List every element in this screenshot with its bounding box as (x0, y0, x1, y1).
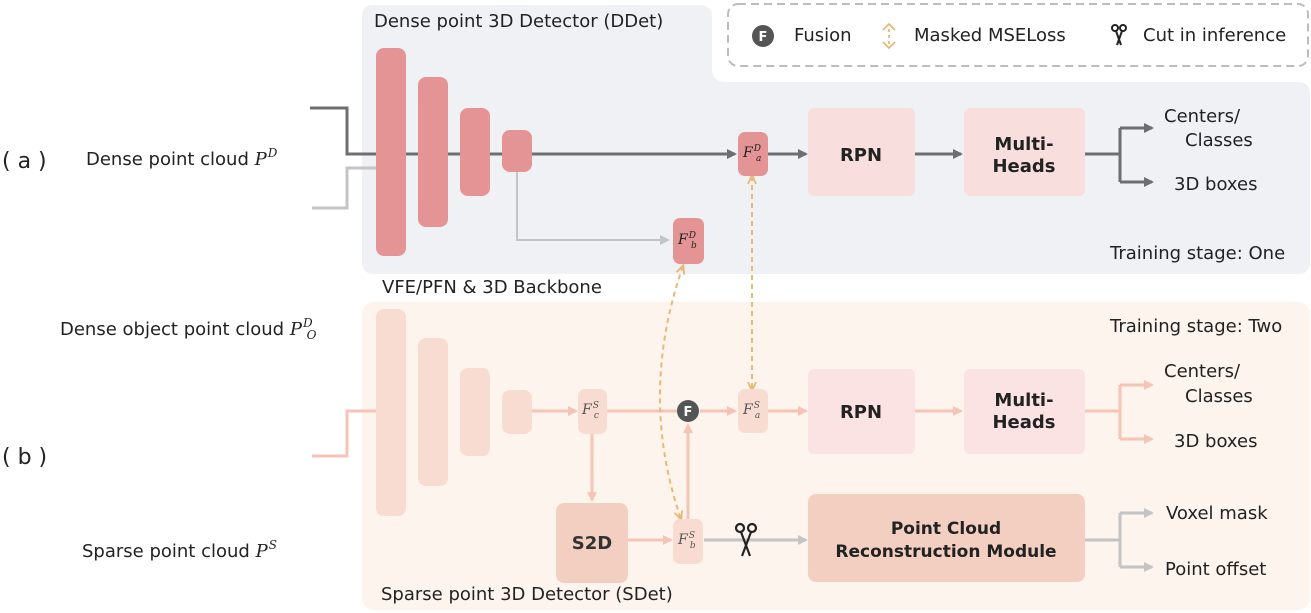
fbd-skip-line (516, 170, 670, 245)
dense-object-input-line (312, 166, 378, 210)
fusion-legend-label: Fusion (794, 25, 852, 46)
pcr-label-1: Point Cloud (891, 519, 1001, 539)
rpn-label-sparse: RPN (840, 402, 882, 423)
rpn-box-dense (808, 108, 915, 196)
ps-symbol: PS (255, 538, 277, 562)
rpn-label-dense: RPN (840, 145, 882, 166)
fusion-icon-glyph: F (759, 30, 768, 45)
vfe-backbone-label: VFE/PFN & 3D Backbone (382, 277, 602, 298)
pd-symbol: PD (254, 146, 278, 170)
training-stage-two-label: Training stage: Two (1110, 316, 1283, 337)
sparse-backbone-block-3 (460, 368, 490, 456)
s2d-box (556, 503, 628, 583)
heads-label-sparse-2: Heads (992, 412, 1055, 433)
feature-node-fc-sparse (578, 389, 607, 434)
multi-heads-box-sparse (964, 369, 1085, 454)
bot-centers-label-1: Centers/ (1164, 361, 1241, 382)
heads-label-dense-1: Multi- (994, 134, 1053, 155)
fa-sparse-label: FSa (743, 401, 761, 421)
heads-label-sparse-1: Multi- (994, 390, 1053, 411)
s2d-label: S2D (572, 533, 612, 554)
top-centers-label-1: Centers/ (1164, 106, 1241, 127)
multi-heads-box-dense (964, 108, 1085, 196)
sparse-backbone-block-2 (418, 338, 448, 486)
legend-box (727, 3, 1309, 67)
feature-node-fb-sparse (673, 519, 703, 564)
pcr-split (1085, 513, 1122, 567)
dense-object-point-cloud-label: Dense object point cloud PDO (60, 316, 317, 342)
voxel-mask-label: Voxel mask (1166, 503, 1268, 524)
bot-centers-label-2: Classes (1185, 386, 1253, 407)
mse-legend-label: Masked MSELoss (914, 25, 1066, 46)
pcr-label-2: Reconstruction Module (835, 542, 1056, 562)
fb-sparse-label: FSb (678, 531, 696, 551)
bot-boxes-label: 3D boxes (1174, 431, 1258, 452)
dense-input-line (310, 106, 737, 159)
sparse-backbone-block-1 (376, 309, 406, 516)
ddet-title: Dense point 3D Detector (DDet) (374, 11, 664, 32)
mse-loss-link-fb (659, 266, 683, 519)
heads-bottom-split (1085, 385, 1122, 439)
scissors-icon (1111, 24, 1127, 46)
heads-top-split (1085, 128, 1122, 182)
fusion-node-glyph: F (684, 405, 693, 420)
dense-backbone-block-1 (376, 48, 406, 256)
fa-dense-label: FDa (743, 144, 762, 164)
sdet-title: Sparse point 3D Detector (SDet) (381, 584, 673, 605)
top-boxes-label: 3D boxes (1174, 174, 1258, 195)
rpn-box-sparse (808, 369, 915, 454)
cut-scissors-icon (734, 522, 758, 557)
top-centers-label-2: Classes (1185, 130, 1253, 151)
cut-legend-label: Cut in inference (1143, 25, 1287, 46)
dense-point-cloud-label: Dense point cloud PD (86, 146, 278, 170)
sparse-backbone-block-4 (502, 390, 532, 434)
dense-backbone-block-4 (502, 130, 532, 172)
sparse-point-cloud-label: Sparse point cloud PS (82, 538, 277, 562)
marker-a: ( a ) (2, 149, 47, 174)
feature-node-fb-dense (673, 218, 704, 264)
sparse-input-line (312, 409, 378, 458)
training-stage-one-label: Training stage: One (1110, 243, 1286, 264)
dense-backbone-block-2 (418, 77, 448, 227)
heads-label-dense-2: Heads (992, 156, 1055, 177)
pcr-module-box (808, 494, 1085, 582)
mse-loss-icon (882, 22, 896, 50)
marker-b: ( b ) (2, 445, 48, 470)
fusion-icon (752, 25, 774, 47)
feature-node-fa-dense (738, 132, 768, 176)
dense-backbone-block-3 (460, 108, 490, 196)
feature-node-fa-sparse (738, 389, 768, 433)
point-offset-label: Point offset (1165, 559, 1267, 580)
fb-dense-label: FDb (678, 231, 697, 251)
fusion-node (677, 400, 699, 422)
pod-symbol: PDO (289, 316, 317, 342)
fc-sparse-label: FSc (582, 401, 599, 421)
